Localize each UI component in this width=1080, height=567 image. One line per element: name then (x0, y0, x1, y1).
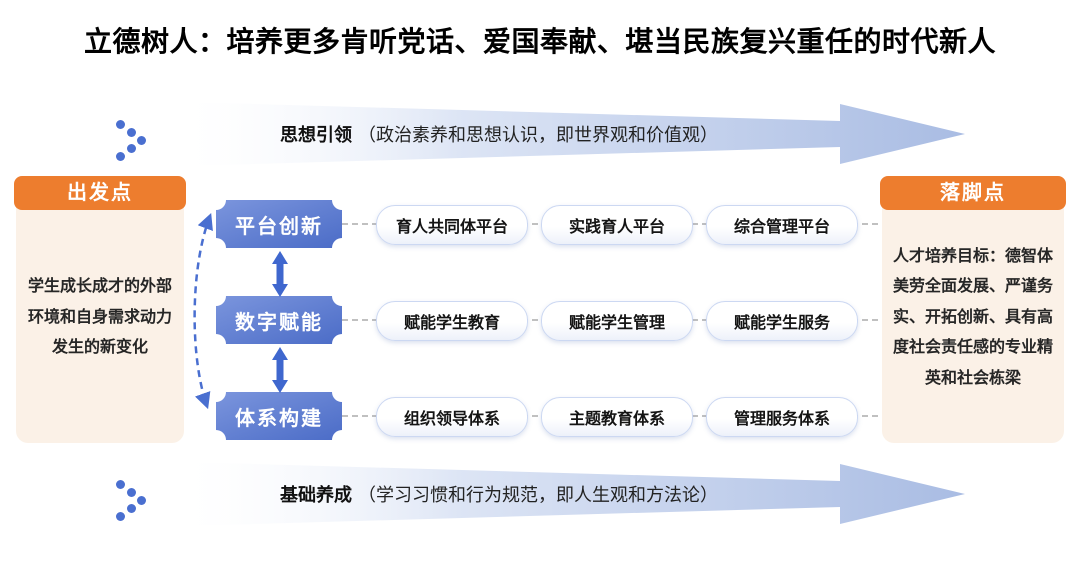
top-banner-desc: （政治素养和思想认识，即世界观和价值观） (358, 125, 718, 145)
end-point-panel: 人才培养目标：德智体美劳全面发展、严谨务实、开拓创新、具有高度社会责任感的专业精… (882, 193, 1064, 443)
double-arrow-icon (272, 347, 288, 393)
category-box-platform-innovation: 平台创新 (216, 200, 342, 248)
item-pill: 育人共同体平台 (376, 205, 528, 245)
dashed-curve-arrow (193, 212, 213, 410)
top-banner-arrow (185, 102, 965, 166)
category-box-digital-empowerment: 数字赋能 (216, 296, 342, 344)
start-point-header: 出发点 (14, 176, 186, 210)
item-pill: 主题教育体系 (541, 397, 693, 437)
end-point-header: 落脚点 (880, 176, 1066, 210)
bottom-banner-label: 基础养成 （学习习惯和行为规范，即人生观和方法论） (280, 460, 840, 528)
item-pill: 管理服务体系 (706, 397, 858, 437)
chevron-dots-icon (116, 480, 148, 522)
bottom-banner-title: 基础养成 (280, 485, 352, 505)
category-box-system-building: 体系构建 (216, 392, 342, 440)
start-point-box: 学生成长成才的外部环境和自身需求动力发生的新变化 出发点 (14, 176, 186, 443)
item-pill: 综合管理平台 (706, 205, 858, 245)
top-banner-title: 思想引领 (280, 125, 352, 145)
category-label: 平台创新 (235, 215, 323, 238)
start-point-body-text: 学生成长成才的外部环境和自身需求动力发生的新变化 (28, 278, 173, 357)
item-pill: 实践育人平台 (541, 205, 693, 245)
category-label: 数字赋能 (235, 311, 323, 334)
category-label: 体系构建 (235, 407, 323, 430)
double-arrow-icon (272, 251, 288, 297)
item-pill: 赋能学生教育 (376, 301, 528, 341)
item-pill: 赋能学生服务 (706, 301, 858, 341)
bottom-banner-arrow (185, 462, 965, 526)
end-point-box: 人才培养目标：德智体美劳全面发展、严谨务实、开拓创新、具有高度社会责任感的专业精… (880, 176, 1066, 443)
end-point-body-text: 人才培养目标：德智体美劳全面发展、严谨务实、开拓创新、具有高度社会责任感的专业精… (893, 248, 1054, 387)
chevron-dots-icon (116, 120, 148, 162)
start-point-panel: 学生成长成才的外部环境和自身需求动力发生的新变化 (16, 193, 184, 443)
page-title: 立德树人：培养更多肯听党话、爱国奉献、堪当民族复兴重任的时代新人 (83, 26, 996, 57)
item-pill: 赋能学生管理 (541, 301, 693, 341)
bottom-banner-desc: （学习习惯和行为规范，即人生观和方法论） (358, 485, 718, 505)
item-pill: 组织领导体系 (376, 397, 528, 437)
top-banner-label: 思想引领 （政治素养和思想认识，即世界观和价值观） (280, 100, 840, 168)
